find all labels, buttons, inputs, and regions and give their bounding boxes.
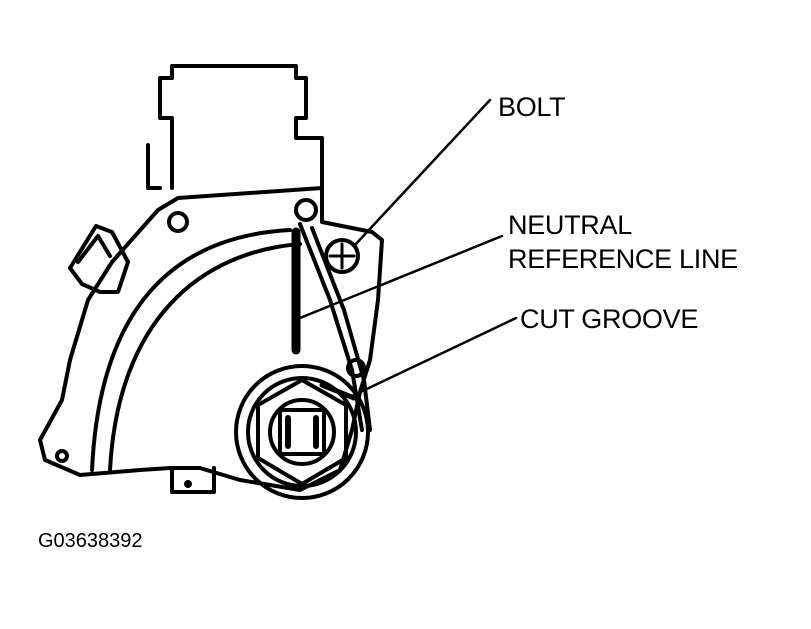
cut-groove-label: CUT GROOVE [520,304,699,334]
neutral-label-line-2: REFERENCE LINE [508,244,738,274]
lever-arm [298,222,364,432]
shaft-outer-ring [234,364,370,500]
left-ear-hole [55,449,69,463]
neutral-label-line-1: NEUTRAL [508,210,632,240]
cut-groove-mark [319,382,357,401]
shaft-flats [285,415,319,449]
lower-tab [170,466,216,494]
bolt-leader [352,98,492,248]
mount-hole-lower-right [346,358,366,378]
side-plug-detail [76,234,112,264]
lower-tab-hole [184,480,192,488]
lever-arm-2 [310,226,372,432]
bolt-label: BOLT [498,92,566,122]
neutral-leader [298,234,504,320]
shaft-inner-ring [268,398,336,466]
connector-step [146,143,162,190]
figure-code: G03638392 [38,530,143,552]
shaft-square [278,408,326,456]
bolt-slot [328,242,356,270]
housing-inner-arc [90,228,292,472]
housing-inner-arc-2 [108,242,302,472]
mount-hole-top-right [294,198,318,222]
mount-hole-top-left [167,211,189,233]
connector-housing [158,64,324,190]
housing-outline [38,186,384,492]
shaft-hex-nut [256,378,348,486]
side-plug [68,224,130,294]
bolt-head [324,238,360,274]
cut-groove-leader [350,316,518,398]
